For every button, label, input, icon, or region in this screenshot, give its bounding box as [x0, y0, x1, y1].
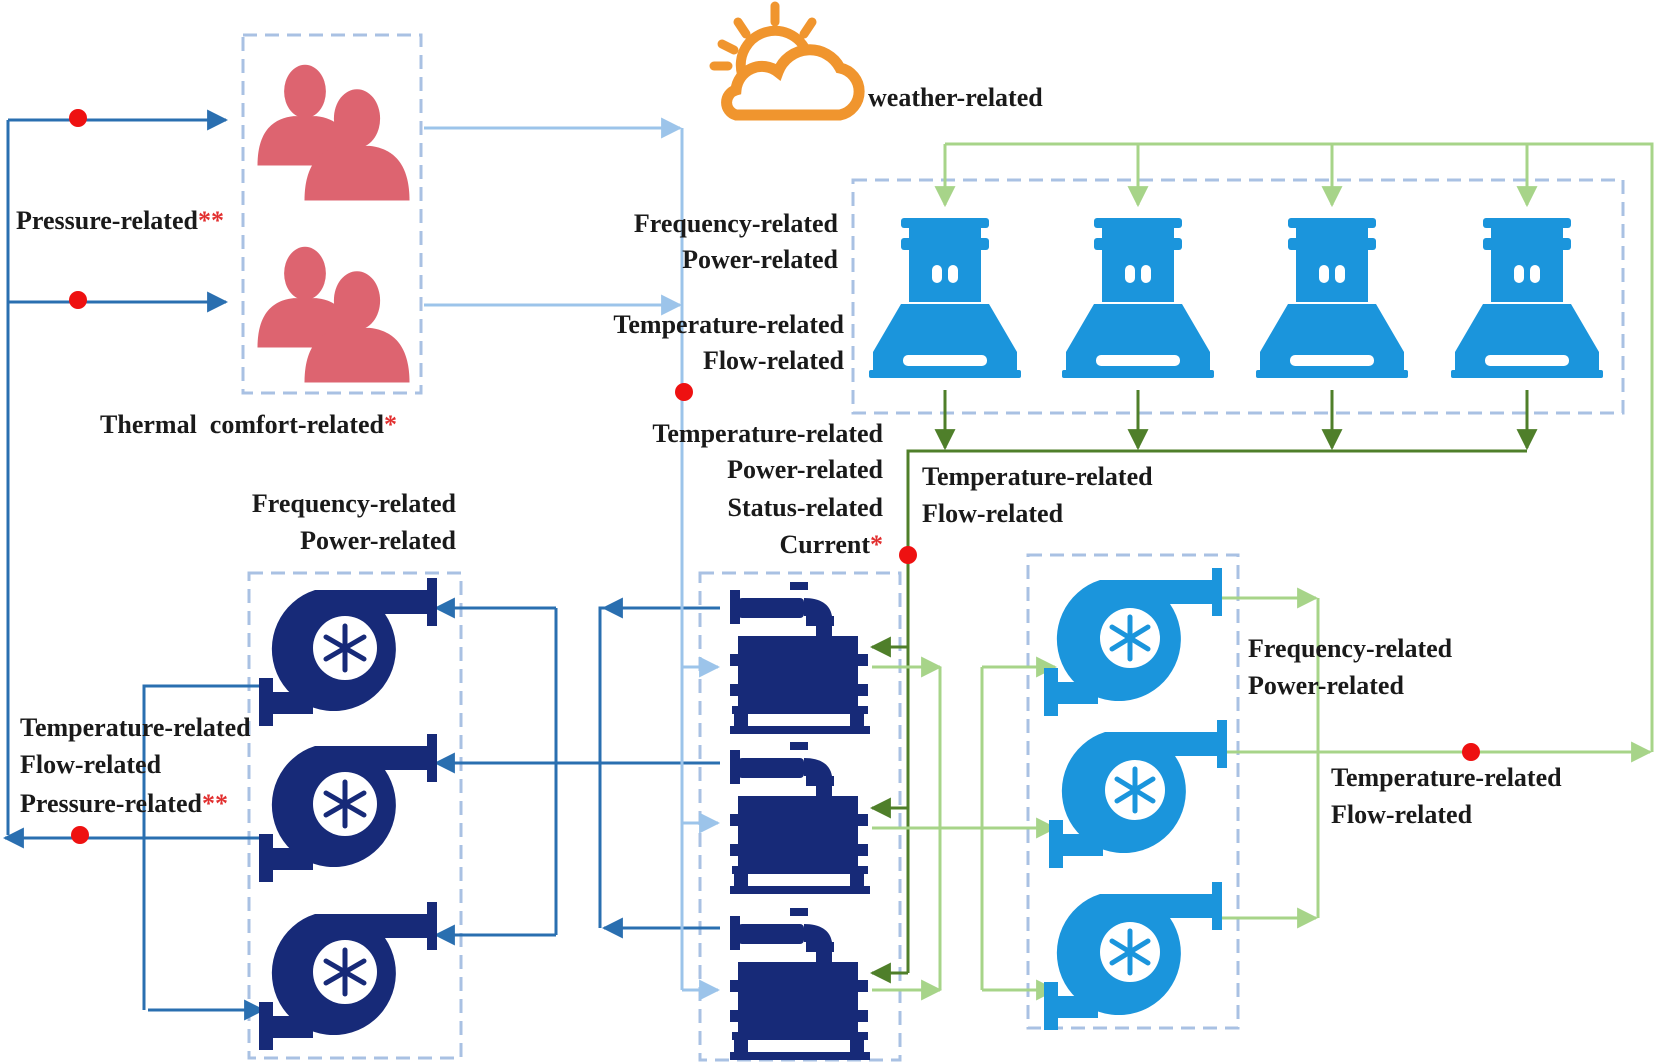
left-pump-labels: Frequency-related Power-related [252, 489, 457, 555]
tower-inlet-frequency: Frequency-related [634, 209, 839, 238]
chiller-temperature: Temperature-related [652, 419, 883, 448]
sensor-dot [69, 291, 87, 309]
chilled-water-return-lines [2, 109, 720, 1021]
chiller-current-star: * [870, 530, 883, 559]
thermal-comfort-star: * [384, 410, 397, 439]
weather-label: weather-related [868, 83, 1043, 112]
sensor-points [69, 109, 1480, 844]
cooling-tower-box [851, 178, 1625, 415]
people-icon [257, 246, 410, 383]
cooling-tower-icon [1451, 218, 1603, 378]
condenser-supply-lines [872, 142, 1654, 1001]
right-flow-labels: Temperature-related Flow-related [1331, 763, 1562, 829]
tower-inlet-flow: Flow-related [703, 346, 845, 375]
sensor-dot [675, 383, 693, 401]
occupant-zone-box [241, 33, 423, 395]
centrifugal-pump-icon [259, 902, 438, 1050]
chiller-icon [730, 582, 870, 734]
right-pump-frequency: Frequency-related [1248, 634, 1453, 663]
centrifugal-pump-icon [259, 578, 438, 726]
people-icon [257, 64, 410, 201]
centrifugal-pump-icon [1044, 568, 1222, 716]
centrifugal-pump-icon [1044, 882, 1222, 1030]
left-flow-flow: Flow-related [20, 750, 162, 779]
chiller-power: Power-related [727, 455, 883, 484]
right-flow-temperature: Temperature-related [1331, 763, 1562, 792]
left-pump-frequency: Frequency-related [252, 489, 457, 518]
chiller-labels: Temperature-related Power-related Status… [652, 419, 883, 559]
left-pump-power: Power-related [300, 526, 456, 555]
pressure-label-top-text: Pressure-related [16, 206, 198, 235]
left-flow-labels: Temperature-related Flow-related Pressur… [20, 713, 251, 818]
thermal-comfort-label: Thermal comfort-related* [68, 410, 417, 439]
condenser-return-lines [869, 390, 1538, 984]
sensor-dot [69, 109, 87, 127]
chiller-icon [730, 908, 870, 1060]
right-pump-labels: Frequency-related Power-related [1248, 634, 1453, 700]
tower-outlet-flow: Flow-related [922, 499, 1064, 528]
sensor-dot [899, 546, 917, 564]
chiller-current-text: Current [779, 530, 870, 559]
left-flow-pressure: Pressure-related** [20, 789, 228, 818]
tower-outlet-labels: Temperature-related Flow-related [922, 462, 1153, 528]
centrifugal-pump-icon [1049, 720, 1227, 868]
cooling-tower-icon [869, 218, 1021, 378]
right-pump-box [1026, 553, 1240, 1030]
tower-inlet-temperature: Temperature-related [613, 310, 844, 339]
cooling-tower-icon [1062, 218, 1214, 378]
cooling-tower-icon [1256, 218, 1408, 378]
tower-inlet-power: Power-related [682, 245, 838, 274]
chiller-current: Current* [779, 530, 883, 559]
left-flow-temperature: Temperature-related [20, 713, 251, 742]
left-pump-box [247, 571, 463, 1060]
thermal-comfort-text: Thermal comfort-related [100, 410, 385, 439]
left-flow-pressure-star: ** [202, 789, 228, 818]
centrifugal-pump-icon [259, 734, 438, 882]
chiller-status: Status-related [727, 493, 883, 522]
sensor-dot [71, 826, 89, 844]
chiller-icon [730, 742, 870, 894]
sensor-dot [1462, 743, 1480, 761]
right-flow-flow: Flow-related [1331, 800, 1473, 829]
chilled-water-supply-lines [424, 117, 721, 1001]
pressure-label-top: Pressure-related** [16, 206, 224, 235]
right-pump-power: Power-related [1248, 671, 1404, 700]
sun-cloud-icon [709, 1, 865, 121]
pressure-label-top-star: ** [198, 206, 224, 235]
tower-outlet-temperature: Temperature-related [922, 462, 1153, 491]
left-flow-pressure-text: Pressure-related [20, 789, 202, 818]
tower-inlet-labels: Frequency-related Power-related Temperat… [613, 209, 844, 375]
